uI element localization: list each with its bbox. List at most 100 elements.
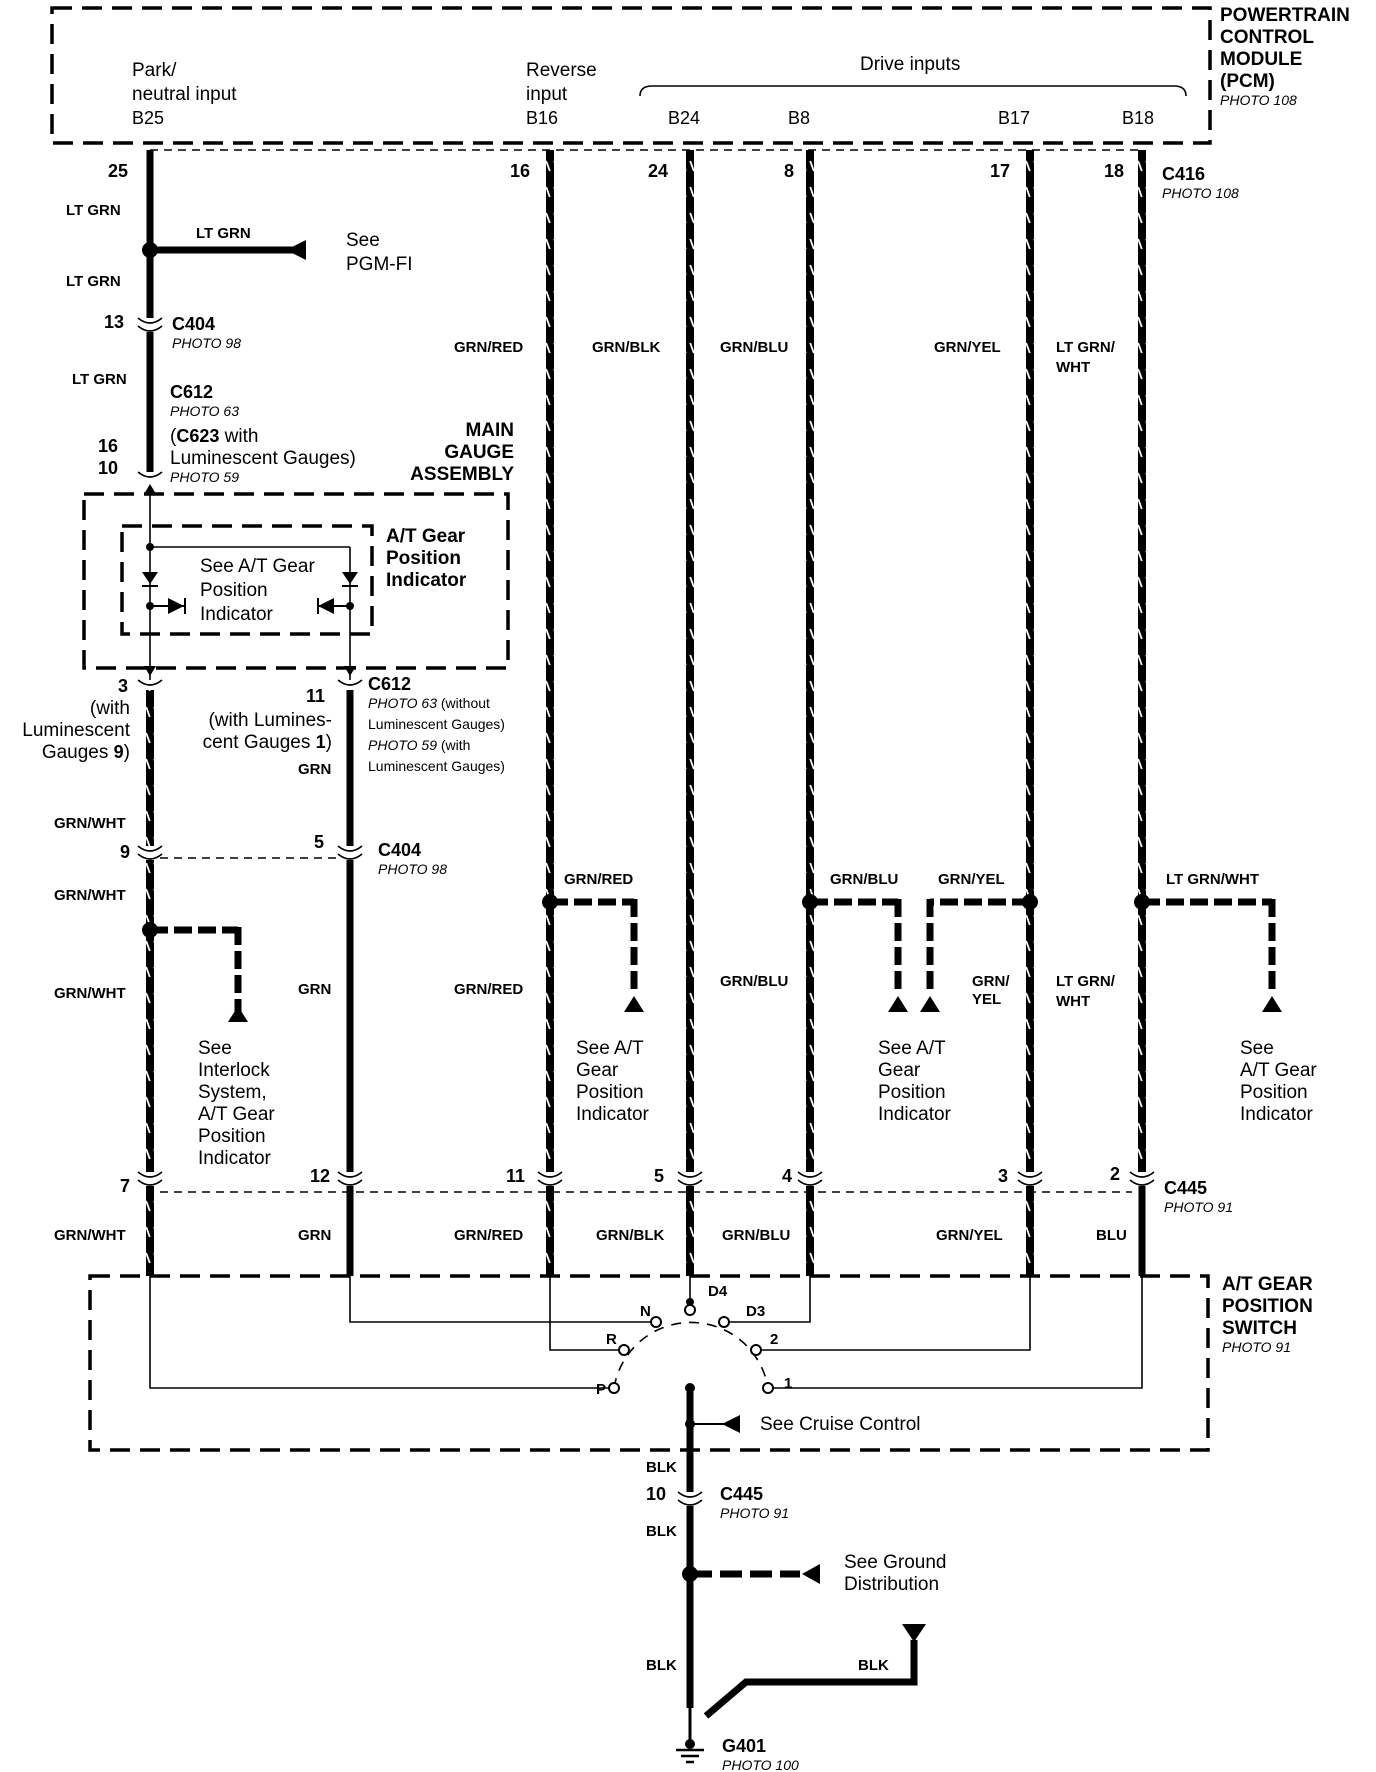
c612-bottom-note-4: (with Lumines- xyxy=(208,710,332,731)
switch-pos-p: P xyxy=(596,1381,606,1398)
see-at-gear-mid-1: See A/T xyxy=(878,1038,946,1059)
see-interlock-5: Position xyxy=(198,1126,266,1147)
c445-mid-pin-4: 4 xyxy=(782,1166,792,1186)
at-indicator-see-3: Indicator xyxy=(200,604,274,625)
wire-label-lt-grn-1: LT GRN xyxy=(66,202,121,219)
wire-label-grn-wht-4: GRN/WHT xyxy=(54,1227,126,1244)
arrow-pgm-fi xyxy=(286,240,306,260)
arrow-ground-dist xyxy=(802,1564,820,1584)
pcm-outline xyxy=(50,6,1212,145)
main-gauge-assembly: MAIN GAUGE ASSEMBLY A/T Gear Position In… xyxy=(82,420,514,680)
wire-label-grn-blu-2: GRN/BLU xyxy=(830,871,898,888)
wire-label-lt-grn-wht-1: LT GRN/ xyxy=(1056,339,1116,356)
switch-pos-d3: D3 xyxy=(746,1303,765,1320)
see-pgm-fi-2: PGM-FI xyxy=(346,254,413,275)
switch-arc xyxy=(613,1321,769,1389)
at-indicator-title-3: Indicator xyxy=(386,570,467,591)
main-gauge-title-1: MAIN xyxy=(465,420,514,441)
c612-bottom-photo-2: Luminescent Gauges) xyxy=(368,716,505,732)
wire-label-grn-yel-split-2: YEL xyxy=(972,991,1001,1008)
c445-bottom-pin: 10 xyxy=(646,1484,666,1504)
at-indicator-title-2: Position xyxy=(386,548,461,569)
wire-label-grn-1: GRN xyxy=(298,761,331,778)
c612-top-photo: PHOTO 63 xyxy=(170,403,239,419)
switch-pos-r: R xyxy=(606,1331,617,1348)
c612-bottom-photo-1: PHOTO 63 (without xyxy=(368,695,490,711)
c445-mid-pin-11: 11 xyxy=(506,1166,525,1186)
wire-label-blk-4: BLK xyxy=(858,1657,889,1674)
wire-label-blk-3: BLK xyxy=(646,1657,677,1674)
c445-mid-photo: PHOTO 91 xyxy=(1164,1199,1233,1215)
wire-label-grn-yel-1: GRN/YEL xyxy=(934,339,1001,356)
c404-mid-pin-5: 5 xyxy=(314,832,324,852)
wire-label-grn-blk-2: GRN/BLK xyxy=(596,1227,664,1244)
wire-column-a: LT GRN LT GRN LT GRN LT GRN See PGM-FI 1… xyxy=(66,150,413,485)
c416-pin-24: 24 xyxy=(648,161,668,181)
c612-top-alt-photo: PHOTO 59 xyxy=(170,469,239,485)
arrow-grn-yel xyxy=(920,996,940,1012)
drive-inputs-brace xyxy=(639,85,1187,97)
c612-bottom-label: C612 xyxy=(368,674,411,694)
wire-grn-blu xyxy=(806,150,814,1172)
c404-mid-label: C404 xyxy=(378,840,421,860)
wire-grn-blk-lower xyxy=(686,1186,694,1276)
c612-top-label: C612 xyxy=(170,382,213,402)
c404-top-label: C404 xyxy=(172,314,215,334)
c612-top-pin-16: 16 xyxy=(98,436,118,456)
wire-label-lt-grn-3: LT GRN xyxy=(66,273,121,290)
wire-grn-blk xyxy=(686,150,694,1172)
see-at-gear-mid-4: Indicator xyxy=(878,1104,952,1125)
switch-pos-1: 1 xyxy=(784,1375,792,1392)
at-switch-title-2: POSITION xyxy=(1222,1296,1313,1317)
see-at-gear-mid-3: Position xyxy=(878,1082,946,1103)
wire-grn-blu-lower xyxy=(806,1186,814,1276)
wire-label-grn-red-4: GRN/RED xyxy=(454,1227,523,1244)
wire-label-grn-3: GRN xyxy=(298,1227,331,1244)
arrow-cruise xyxy=(722,1415,740,1433)
c404-mid-photo: PHOTO 98 xyxy=(378,861,447,877)
wire-label-grn-red-3: GRN/RED xyxy=(454,981,523,998)
wire-grn-wht-2 xyxy=(146,860,154,1172)
c612-bottom-photo-3: PHOTO 59 (with xyxy=(368,737,470,753)
wire-label-grn-red-1: GRN/RED xyxy=(454,339,523,356)
wire-label-grn-blu-3: GRN/BLU xyxy=(720,973,788,990)
wire-label-blk-2: BLK xyxy=(646,1523,677,1540)
switch-pos-2: 2 xyxy=(770,1331,778,1348)
arrow-grn-blu xyxy=(888,996,908,1012)
c445-mid-pin-12: 12 xyxy=(310,1166,330,1186)
c445-mid-pin-7: 7 xyxy=(120,1176,130,1196)
at-indicator-title-1: A/T Gear xyxy=(386,526,466,547)
c445-bottom-label: C445 xyxy=(720,1484,763,1504)
wire-grn-wht-3 xyxy=(146,1186,154,1276)
wire-label-grn-wht-1: GRN/WHT xyxy=(54,815,126,832)
c612-bottom-connector: 3 (with Luminescent Gauges 9) 11 (with L… xyxy=(22,674,505,774)
c612-bottom-photo-4: Luminescent Gauges) xyxy=(368,758,505,774)
switch-pos-n: N xyxy=(640,1303,651,1320)
see-interlock-4: A/T Gear xyxy=(198,1104,275,1125)
arrow-lt-grn-wht xyxy=(1262,996,1282,1012)
diode-right-icon xyxy=(342,572,358,584)
c612-bottom-pin-3: 3 xyxy=(118,676,128,696)
arrow-blk-right xyxy=(902,1624,926,1642)
see-ground-2: Distribution xyxy=(844,1574,939,1595)
c416-pin-18: 18 xyxy=(1104,161,1124,181)
c404-mid-pin-9: 9 xyxy=(120,842,130,862)
diode-left-icon xyxy=(142,572,158,584)
c612-bottom-note-3: Gauges 9) xyxy=(42,742,130,763)
wire-label-grn-wht-3: GRN/WHT xyxy=(54,985,126,1002)
wire-label-blk-1: BLK xyxy=(646,1459,677,1476)
c404-top-connector-mark xyxy=(137,317,163,324)
c445-mid-label: C445 xyxy=(1164,1178,1207,1198)
at-indicator-see-1: See A/T Gear xyxy=(200,556,315,577)
see-interlock-3: System, xyxy=(198,1082,267,1103)
see-at-gear-left-2: Gear xyxy=(576,1060,619,1081)
wire-label-grn-blu-1: GRN/BLU xyxy=(720,339,788,356)
wire-label-lt-grn-2: LT GRN xyxy=(196,225,251,242)
wire-label-grn-yel-3: GRN/YEL xyxy=(936,1227,1003,1244)
c416-photo: PHOTO 108 xyxy=(1162,185,1239,201)
see-at-gear-left-3: Position xyxy=(576,1082,644,1103)
c416-pin-8: 8 xyxy=(784,161,794,181)
c612-top-alt-1: (C623 with xyxy=(170,426,258,447)
drive-pin-b8: B8 xyxy=(788,108,810,128)
see-at-gear-right-1: See xyxy=(1240,1038,1274,1059)
